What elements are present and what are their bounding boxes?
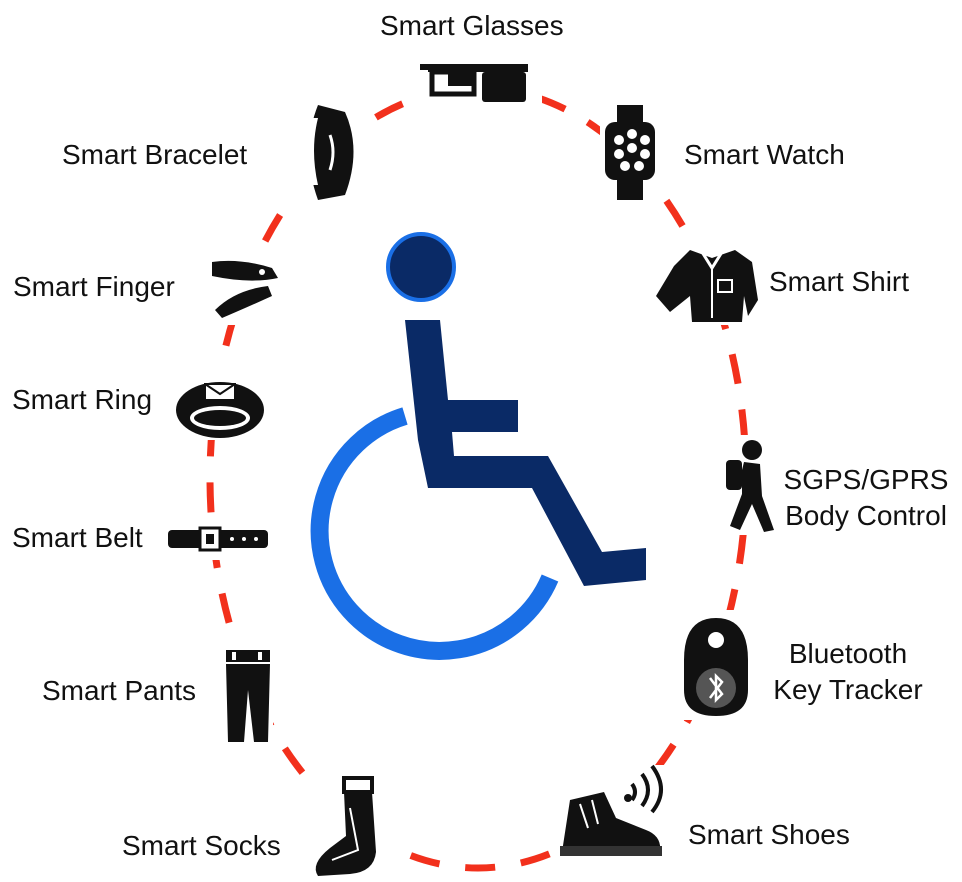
label-smart-finger: Smart Finger — [13, 271, 175, 302]
label-tracker-line1: Bluetooth — [788, 638, 908, 669]
label-smart-bracelet: Smart Bracelet — [62, 139, 248, 170]
key-tracker-icon — [684, 618, 748, 716]
label-smart-pants: Smart Pants — [42, 675, 197, 706]
label-tracker-line2: Key Tracker — [773, 674, 923, 705]
bracelet-icon — [307, 105, 354, 200]
person-body — [405, 320, 646, 586]
pants-icon — [226, 650, 270, 742]
shirt-icon — [656, 250, 758, 322]
watch-icon — [605, 105, 655, 200]
wheelchair-user-icon — [310, 232, 646, 660]
label-bluetooth-key-tracker: Bluetooth Key Tracker — [762, 636, 934, 708]
label-smart-belt: Smart Belt — [12, 522, 143, 553]
label-sgps-line1: SGPS/GPRS — [783, 464, 949, 495]
label-smart-socks: Smart Socks — [122, 830, 281, 861]
hiker-icon — [726, 440, 774, 532]
finger-icon — [212, 260, 278, 318]
label-smart-shirt: Smart Shirt — [769, 266, 910, 297]
person-head — [386, 232, 456, 302]
wheel — [310, 407, 559, 660]
bluetooth-icon — [709, 672, 724, 704]
label-smart-watch: Smart Watch — [684, 139, 845, 170]
belt-icon — [168, 526, 268, 552]
label-sgps-line2: Body Control — [785, 500, 947, 531]
glasses-icon — [420, 64, 528, 102]
shoe-icon — [560, 764, 663, 856]
ring-icon — [176, 382, 264, 438]
label-smart-shoes: Smart Shoes — [688, 819, 850, 850]
sock-icon — [315, 776, 376, 876]
label-smart-glasses: Smart Glasses — [380, 10, 564, 41]
label-sgps-body-control: SGPS/GPRS Body Control — [776, 462, 956, 534]
label-smart-ring: Smart Ring — [12, 384, 153, 415]
